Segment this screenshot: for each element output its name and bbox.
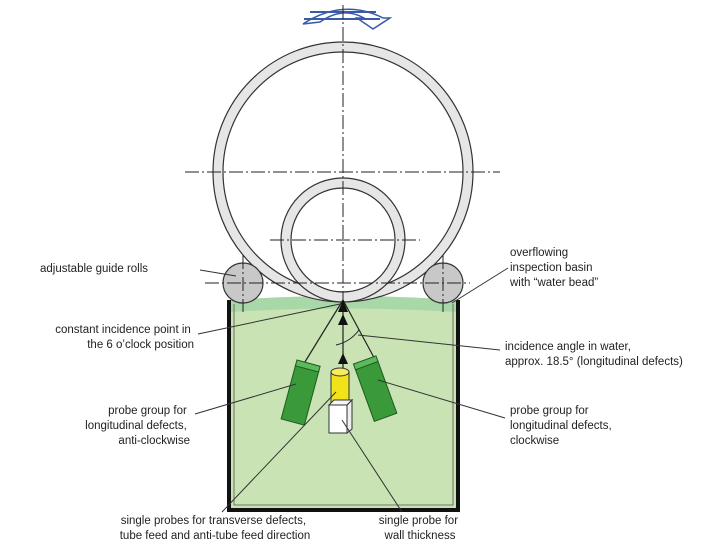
- probe-group-left: [280, 359, 321, 426]
- label-transverse-probes: single probes for transverse defects, tu…: [120, 515, 311, 542]
- label-incidence-angle: incidence angle in water, approx. 18.5° …: [505, 341, 683, 368]
- label-basin: overflowing inspection basin with “water…: [509, 247, 598, 289]
- angle-arc: [335, 329, 360, 346]
- label-guide-rolls: adjustable guide rolls: [40, 263, 148, 275]
- arrow-icon: [338, 314, 348, 325]
- leader-lines: [194, 267, 509, 513]
- probe-group-right: [352, 355, 398, 423]
- rotation-arrow-icon: [302, 8, 393, 30]
- label-probe-anticlockwise: probe group for longitudinal defects, an…: [85, 405, 190, 447]
- center-lines: [185, 5, 500, 312]
- label-wall-thickness: single probe for wall thickness: [379, 515, 461, 542]
- probe-wall-thickness: [327, 398, 354, 435]
- label-incidence-point: constant incidence point in the 6 o’cloc…: [55, 324, 194, 351]
- label-probe-clockwise: probe group for longitudinal defects, cl…: [510, 405, 615, 447]
- arrow-icon: [338, 353, 348, 364]
- arrow-icon: [338, 300, 348, 312]
